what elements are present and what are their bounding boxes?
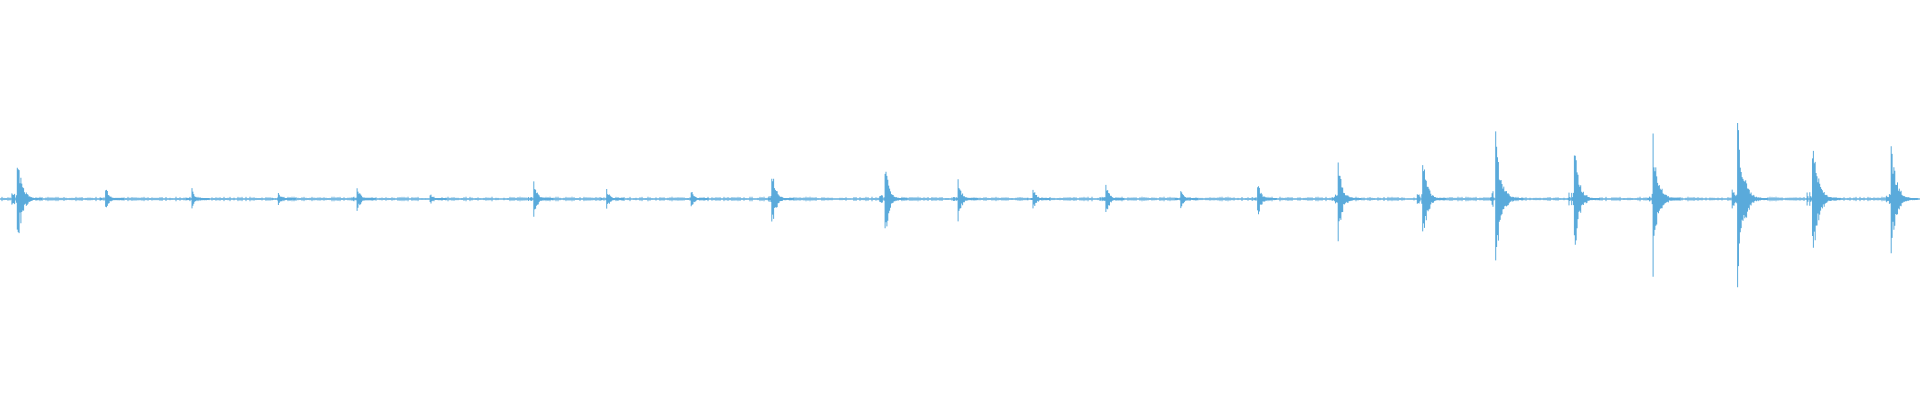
waveform-event-8	[600, 189, 625, 209]
waveform-event-4	[272, 193, 296, 205]
waveform-event-9	[685, 192, 709, 207]
waveform-event-5	[351, 188, 376, 211]
waveform-event-7	[527, 181, 554, 217]
waveform-event-15	[1174, 191, 1199, 209]
waveform-event-17	[1332, 162, 1362, 242]
waveform-event-23	[1806, 150, 1841, 248]
waveform-event-13	[1027, 189, 1051, 209]
waveform-event-21	[1647, 133, 1681, 277]
waveform-event-18	[1416, 165, 1447, 232]
waveform-event-1	[11, 167, 43, 234]
waveform-event-24	[1885, 146, 1918, 254]
waveform-event-19	[1489, 131, 1524, 261]
waveform-event-group	[0, 123, 1919, 288]
waveform-event-22	[1731, 123, 1768, 288]
waveform-event-16	[1251, 186, 1277, 215]
waveform-event-20	[1568, 155, 1601, 245]
waveform-event-12	[953, 179, 978, 222]
waveform-event-14	[1100, 184, 1125, 212]
waveform-event-10	[765, 178, 794, 222]
waveform-event-6	[424, 194, 447, 204]
waveform-event-11	[879, 171, 908, 229]
waveform-event-3	[186, 188, 210, 209]
waveform-event-2	[99, 189, 125, 208]
